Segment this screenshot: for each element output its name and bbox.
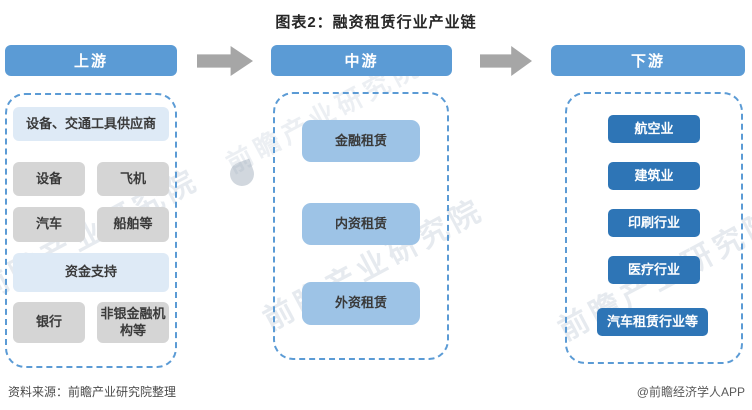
node-equipment: 设备 [13, 162, 85, 196]
right-arrow-icon [197, 46, 253, 76]
node-aircraft: 飞机 [97, 162, 169, 196]
midstream-header: 中游 [271, 45, 452, 76]
node-medical-industry: 医疗行业 [608, 256, 700, 284]
node-bank: 银行 [13, 302, 85, 343]
right-arrow-icon [480, 46, 532, 76]
node-ships: 船舶等 [97, 207, 169, 242]
brand-credit: @前瞻经济学人APP [636, 385, 745, 399]
data-source-note: 资料来源：前瞻产业研究院整理 [8, 385, 177, 399]
chart-title: 图表2：融资租赁行业产业链 [275, 14, 477, 31]
node-automobile: 汽车 [13, 207, 85, 242]
upstream-group-container [5, 93, 177, 368]
node-nonbank-institutions: 非银金融机构等 [97, 302, 169, 343]
node-construction-industry: 建筑业 [608, 162, 700, 190]
node-domestic-leasing: 内资租赁 [302, 203, 420, 245]
node-financial-leasing: 金融租赁 [302, 120, 420, 162]
node-car-rental-industry: 汽车租赁行业等 [597, 308, 708, 336]
node-funding-support: 资金支持 [13, 253, 169, 292]
node-aviation-industry: 航空业 [608, 115, 700, 143]
downstream-header: 下游 [551, 45, 745, 76]
node-printing-industry: 印刷行业 [608, 209, 700, 237]
midstream-group-container [273, 92, 449, 360]
watermark-logo-icon [226, 158, 258, 190]
node-foreign-leasing: 外资租赁 [302, 282, 420, 325]
upstream-header: 上游 [5, 45, 177, 76]
downstream-group-container [565, 92, 743, 364]
node-equipment-supplier: 设备、交通工具供应商 [13, 107, 169, 141]
